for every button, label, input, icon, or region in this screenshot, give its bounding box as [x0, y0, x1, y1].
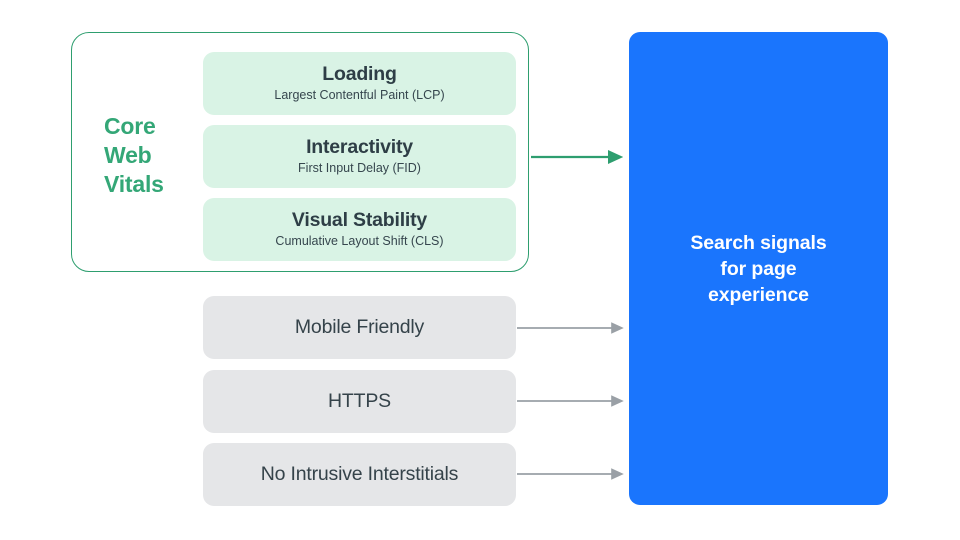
signal-box-label: HTTPS — [328, 390, 391, 412]
search-signals-line-3: experience — [708, 283, 809, 306]
metric-card-loading: Loading Largest Contentful Paint (LCP) — [203, 52, 516, 115]
signal-box-https: HTTPS — [203, 370, 516, 433]
search-signals-panel-text: Search signals for page experience — [690, 230, 826, 308]
core-web-vitals-label-line-2: Web — [104, 142, 152, 168]
metric-subtitle: First Input Delay (FID) — [298, 161, 421, 175]
metric-title: Loading — [322, 63, 397, 85]
metric-title: Interactivity — [306, 136, 413, 158]
signal-box-label: Mobile Friendly — [294, 316, 425, 338]
metric-subtitle: Cumulative Layout Shift (CLS) — [275, 234, 444, 248]
metric-subtitle: Largest Contentful Paint (LCP) — [274, 88, 445, 102]
search-signals-line-2: for page — [720, 257, 797, 280]
metric-card-visual-stability: Visual Stability Cumulative Layout Shift… — [203, 198, 516, 261]
metric-card-interactivity: Interactivity First Input Delay (FID) — [203, 125, 516, 188]
core-web-vitals-label-line-1: Core — [104, 113, 156, 139]
core-web-vitals-label-line-3: Vitals — [104, 171, 164, 197]
signal-box-mobile-friendly: Mobile Friendly — [203, 296, 516, 359]
core-web-vitals-label: Core Web Vitals — [104, 112, 196, 199]
search-signals-line-1: Search signals — [690, 231, 827, 254]
signal-box-label: No Intrusive Interstitials — [260, 463, 459, 485]
signal-box-no-intrusive-interstitials: No Intrusive Interstitials — [203, 443, 516, 506]
metric-title: Visual Stability — [291, 209, 428, 231]
search-signals-panel: Search signals for page experience — [629, 32, 888, 505]
